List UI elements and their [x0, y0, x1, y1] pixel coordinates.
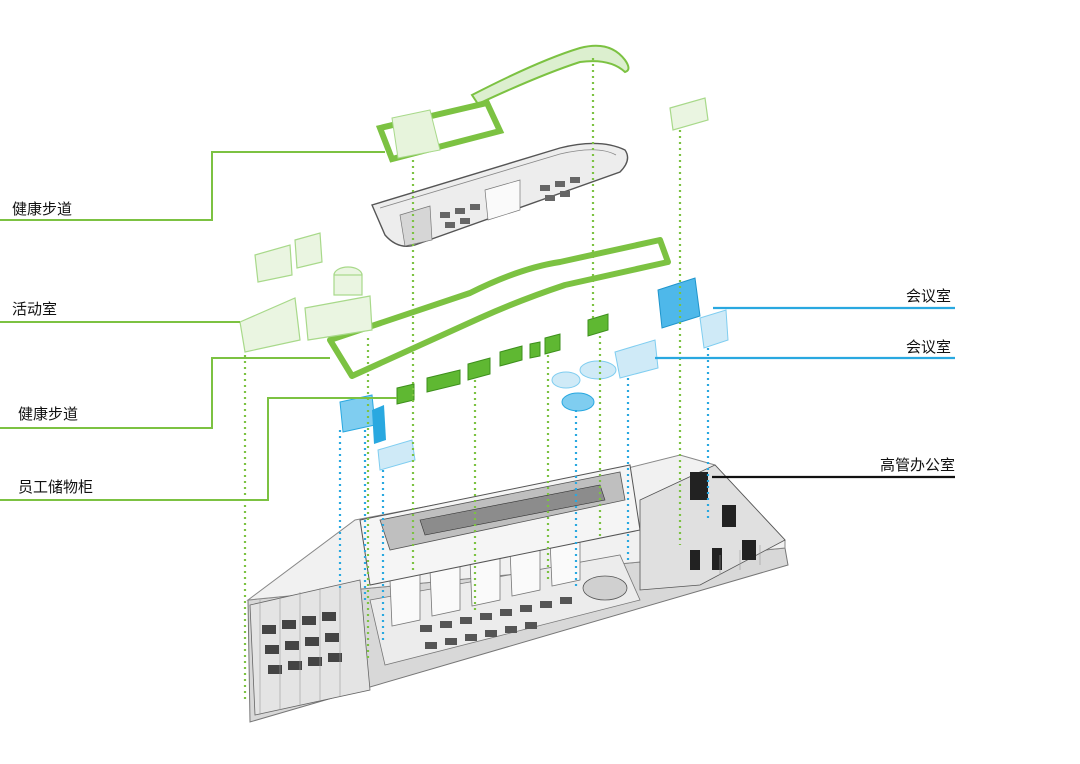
- meeting-rooms: [339, 277, 729, 471]
- label-staff-locker: 员工储物柜: [18, 478, 94, 496]
- activity-rooms: [239, 232, 373, 353]
- health-walkway-mid: [327, 237, 671, 379]
- leader-lines: [0, 151, 955, 501]
- base-floor-plan: [246, 454, 789, 723]
- label-meeting-room-2: 会议室: [906, 338, 952, 356]
- health-walkway-top: [375, 44, 630, 163]
- label-meeting-room-1: 会议室: [906, 287, 952, 305]
- projection-lines-blue: [338, 348, 710, 640]
- upper-floor-plate: [371, 142, 629, 247]
- label-health-walkway-mid: 健康步道: [18, 405, 79, 423]
- label-activity-room: 活动室: [12, 300, 58, 318]
- staff-lockers: [396, 313, 609, 405]
- label-health-walkway-top: 健康步道: [12, 200, 73, 218]
- label-executive-office: 高管办公室: [880, 456, 956, 474]
- projection-lines-green: [243, 58, 682, 700]
- small-green-box: [669, 97, 709, 131]
